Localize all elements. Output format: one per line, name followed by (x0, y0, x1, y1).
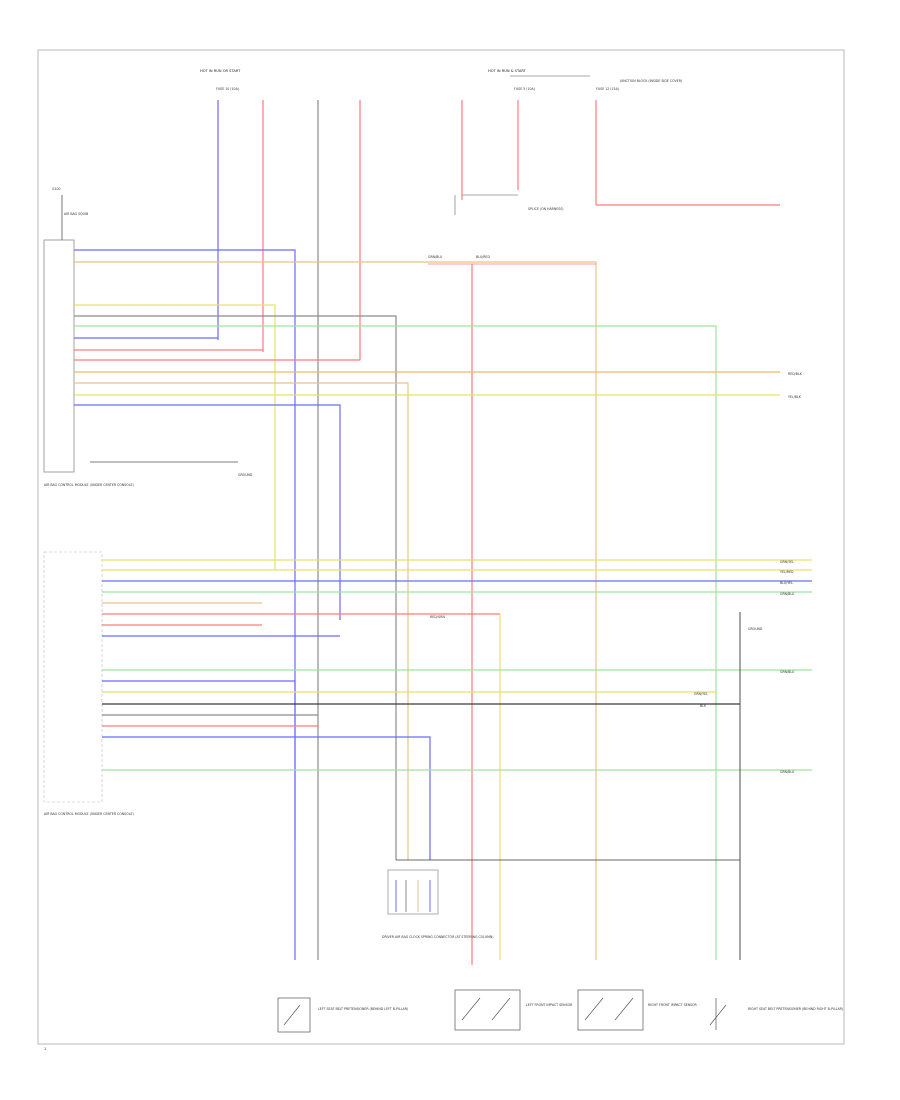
ground-label-b: GROUND (748, 627, 763, 631)
ground-label-a: GROUND (238, 473, 253, 477)
wire-label-lower-2: YEL/RED (780, 570, 794, 574)
connector-right (709, 998, 727, 1030)
left-control-module (43, 239, 75, 473)
wire-label-mid-1: RED/GRN (430, 615, 445, 619)
svg-text:G100: G100 (52, 187, 61, 191)
wire-label-lower-7: BLK (700, 704, 707, 708)
top-label-switch-a: HOT IN RUN OR START (200, 69, 241, 73)
wire-label-lower-3: BLU/YEL (780, 581, 793, 585)
splice-label: SPLICE (ON HARNESS) (528, 207, 564, 211)
fuse-b-label: FUSE 5 (10A) (514, 87, 535, 91)
wire-yellow-1 (74, 304, 276, 570)
connector-label-mid-left: LEFT FRONT IMPACT SENSOR (526, 1003, 573, 1007)
wire-blue-1 (74, 249, 296, 960)
wire-label-a: GRN/BLU (428, 255, 443, 259)
connector-label-right: RIGHT SEAT BELT PRETENSIONER (BEHIND RIG… (748, 1007, 843, 1011)
connector-mid-right (577, 989, 644, 1031)
diagram-border (37, 49, 845, 1045)
junction-note: JUNCTION BLOCK (INSIDE SIDE COVER) (619, 79, 682, 83)
connector-label-center: DRIVER AIR BAG CLOCK SPRING CONNECTOR (A… (382, 935, 494, 939)
wire-label-lower-8: GRN/BLU (780, 770, 795, 774)
module-label-lower: AIR BAG CONTROL MODULE (UNDER CENTER CON… (44, 812, 134, 816)
connector-left (277, 997, 311, 1033)
connector-label-mid-right: RIGHT FRONT IMPACT SENSOR (648, 1003, 698, 1007)
wire-tan-1 (74, 261, 597, 960)
module-ground: G100 AIR BAG SQUIB (52, 187, 88, 240)
fuse-c-label: FUSE 12 (15A) (596, 87, 619, 91)
fuse-a-label: FUSE 10 (10A) (216, 87, 239, 91)
wire-label-right-2: YEL/BLK (788, 395, 802, 399)
page-code: 1 (44, 1047, 46, 1051)
wire-tan-2 (74, 382, 409, 860)
wire-lower-blue-4 (102, 736, 431, 860)
module-label-upper: AIR BAG CONTROL MODULE (UNDER CENTER CON… (44, 483, 134, 487)
connector-cluster-center (387, 869, 439, 915)
wire-label-right-1: RED/BLK (788, 372, 803, 376)
wire-label-lower-5: GRN/BLU (780, 670, 795, 674)
wire-green-1 (74, 325, 717, 960)
wire-label-lower-4: GRN/BLU (780, 592, 795, 596)
wire-label-lower-1: GRN/YEL (780, 560, 794, 564)
svg-text:AIR BAG SQUIB: AIR BAG SQUIB (64, 212, 88, 216)
left-module-lower (43, 551, 103, 803)
connector-mid-left (454, 989, 521, 1031)
top-label-switch-b: HOT IN RUN & START (488, 69, 527, 73)
wire-blue-3 (74, 404, 341, 620)
wire-label-lower-6: GRN/YEL (694, 692, 708, 696)
wire-gray-1 (74, 315, 397, 860)
connector-label-left: LEFT SEAT BELT PRETENSIONER (BEHIND LEFT… (318, 1007, 408, 1011)
wire-lower-blue-3 (102, 680, 296, 840)
wire-label-b: BLU/RED (476, 255, 490, 259)
